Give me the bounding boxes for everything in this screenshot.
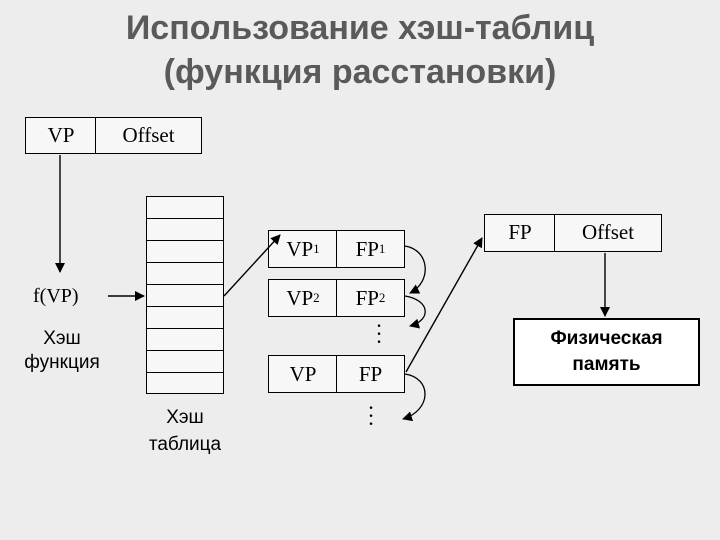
- chain-curve-2: [404, 295, 426, 329]
- entry-1-fp-sub: 1: [378, 241, 386, 256]
- entry-3-vp: VP: [289, 361, 317, 386]
- hash-table-label: Хэш таблица: [135, 404, 235, 458]
- entry-2-vp: VP: [286, 285, 314, 310]
- memory-label-1: Физическая: [550, 328, 663, 349]
- entry-2-vp-sub: 2: [313, 290, 320, 305]
- entry-1-vp-sub: 1: [313, 241, 320, 256]
- va-offset-cell: Offset: [122, 123, 175, 147]
- virtual-address-box: VP Offset: [25, 117, 202, 154]
- hash-function-label: Хэш функция: [16, 327, 108, 375]
- hash-table: [146, 196, 224, 394]
- entry-1-vp: VP: [286, 236, 314, 261]
- entry-3: VP FP: [268, 355, 405, 393]
- title-line-1: Использование хэш-таблиц: [125, 9, 595, 47]
- hash-function-label-1: Хэш: [43, 328, 81, 349]
- entry-3-fp: FP: [358, 361, 383, 386]
- pa-offset-cell: Offset: [581, 220, 635, 244]
- hash-table-label-2: таблица: [148, 434, 222, 455]
- entry-1-fp: FP: [355, 236, 379, 261]
- chain-curve-3: [402, 373, 426, 422]
- title-line-2: (функция расстановки): [163, 53, 557, 91]
- physical-address-box: FP Offset: [484, 214, 662, 252]
- table-to-entry-arrow: [223, 234, 281, 297]
- memory-label-2: память: [572, 354, 641, 375]
- hash-function-label-2: функция: [24, 352, 100, 373]
- hash-function-input: f(VP): [33, 285, 79, 307]
- slide-title: Использование хэш-таблиц (функция расста…: [0, 6, 720, 94]
- va-vp-cell: VP: [47, 123, 75, 147]
- entry-2-fp: FP: [355, 285, 379, 310]
- chain-ellipsis-2: ···: [367, 395, 375, 436]
- chain-curve-1: [404, 245, 426, 294]
- fp-to-physical-arrow: [405, 237, 483, 373]
- pa-fp-cell: FP: [508, 220, 532, 244]
- physical-memory-box: Физическая память: [513, 318, 700, 386]
- hash-table-label-1: Хэш: [166, 407, 204, 428]
- entry-2-fp-sub: 2: [378, 290, 386, 305]
- chain-ellipsis-1: ···: [375, 313, 383, 354]
